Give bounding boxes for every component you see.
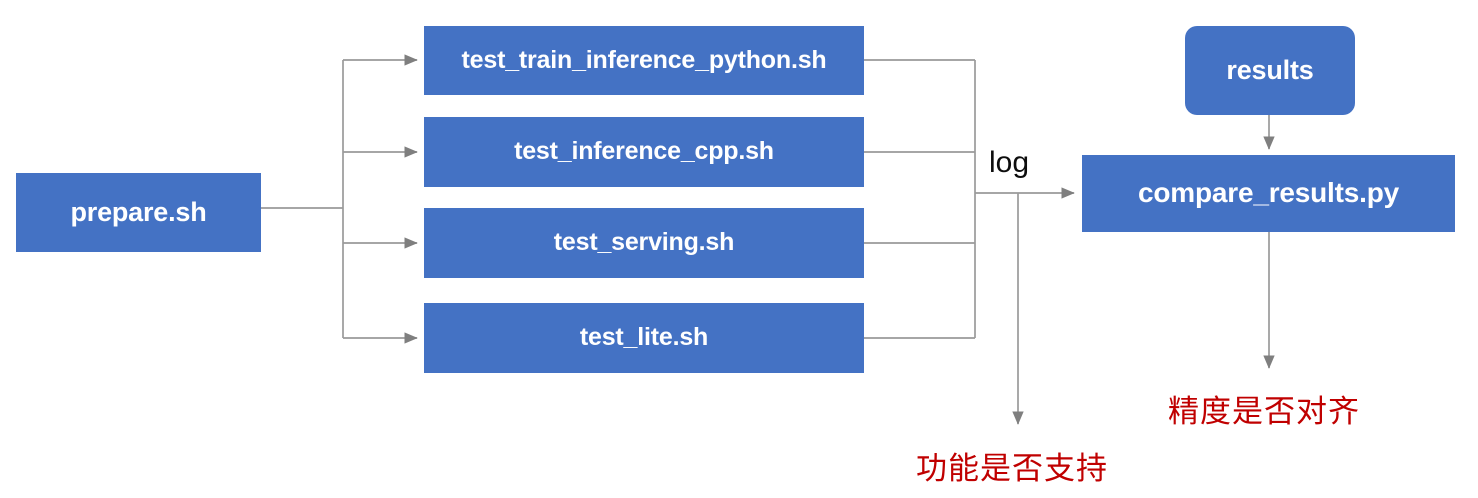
- edge-label-log: log: [989, 146, 1030, 179]
- node-results[interactable]: results: [1185, 26, 1355, 115]
- node-test-inference-cpp-sh-label: test_inference_cpp.sh: [514, 137, 774, 166]
- node-test-inference-cpp-sh[interactable]: test_inference_cpp.sh: [424, 117, 864, 187]
- note-accuracy-aligned: 精度是否对齐: [1168, 394, 1360, 430]
- note-function-supported: 功能是否支持: [916, 451, 1108, 487]
- node-test-train-inference-python-sh[interactable]: test_train_inference_python.sh: [424, 26, 864, 95]
- node-compare-results-py-label: compare_results.py: [1138, 177, 1399, 209]
- node-results-label: results: [1226, 54, 1314, 85]
- node-test-train-inference-python-sh-label: test_train_inference_python.sh: [461, 45, 827, 74]
- node-test-serving-sh[interactable]: test_serving.sh: [424, 208, 864, 278]
- node-test-lite-sh-label: test_lite.sh: [579, 323, 709, 352]
- node-test-serving-sh-label: test_serving.sh: [553, 228, 735, 257]
- node-prepare-sh-label: prepare.sh: [70, 196, 207, 227]
- node-test-lite-sh[interactable]: test_lite.sh: [424, 303, 864, 373]
- node-compare-results-py[interactable]: compare_results.py: [1082, 155, 1455, 232]
- node-prepare-sh[interactable]: prepare.sh: [16, 173, 261, 252]
